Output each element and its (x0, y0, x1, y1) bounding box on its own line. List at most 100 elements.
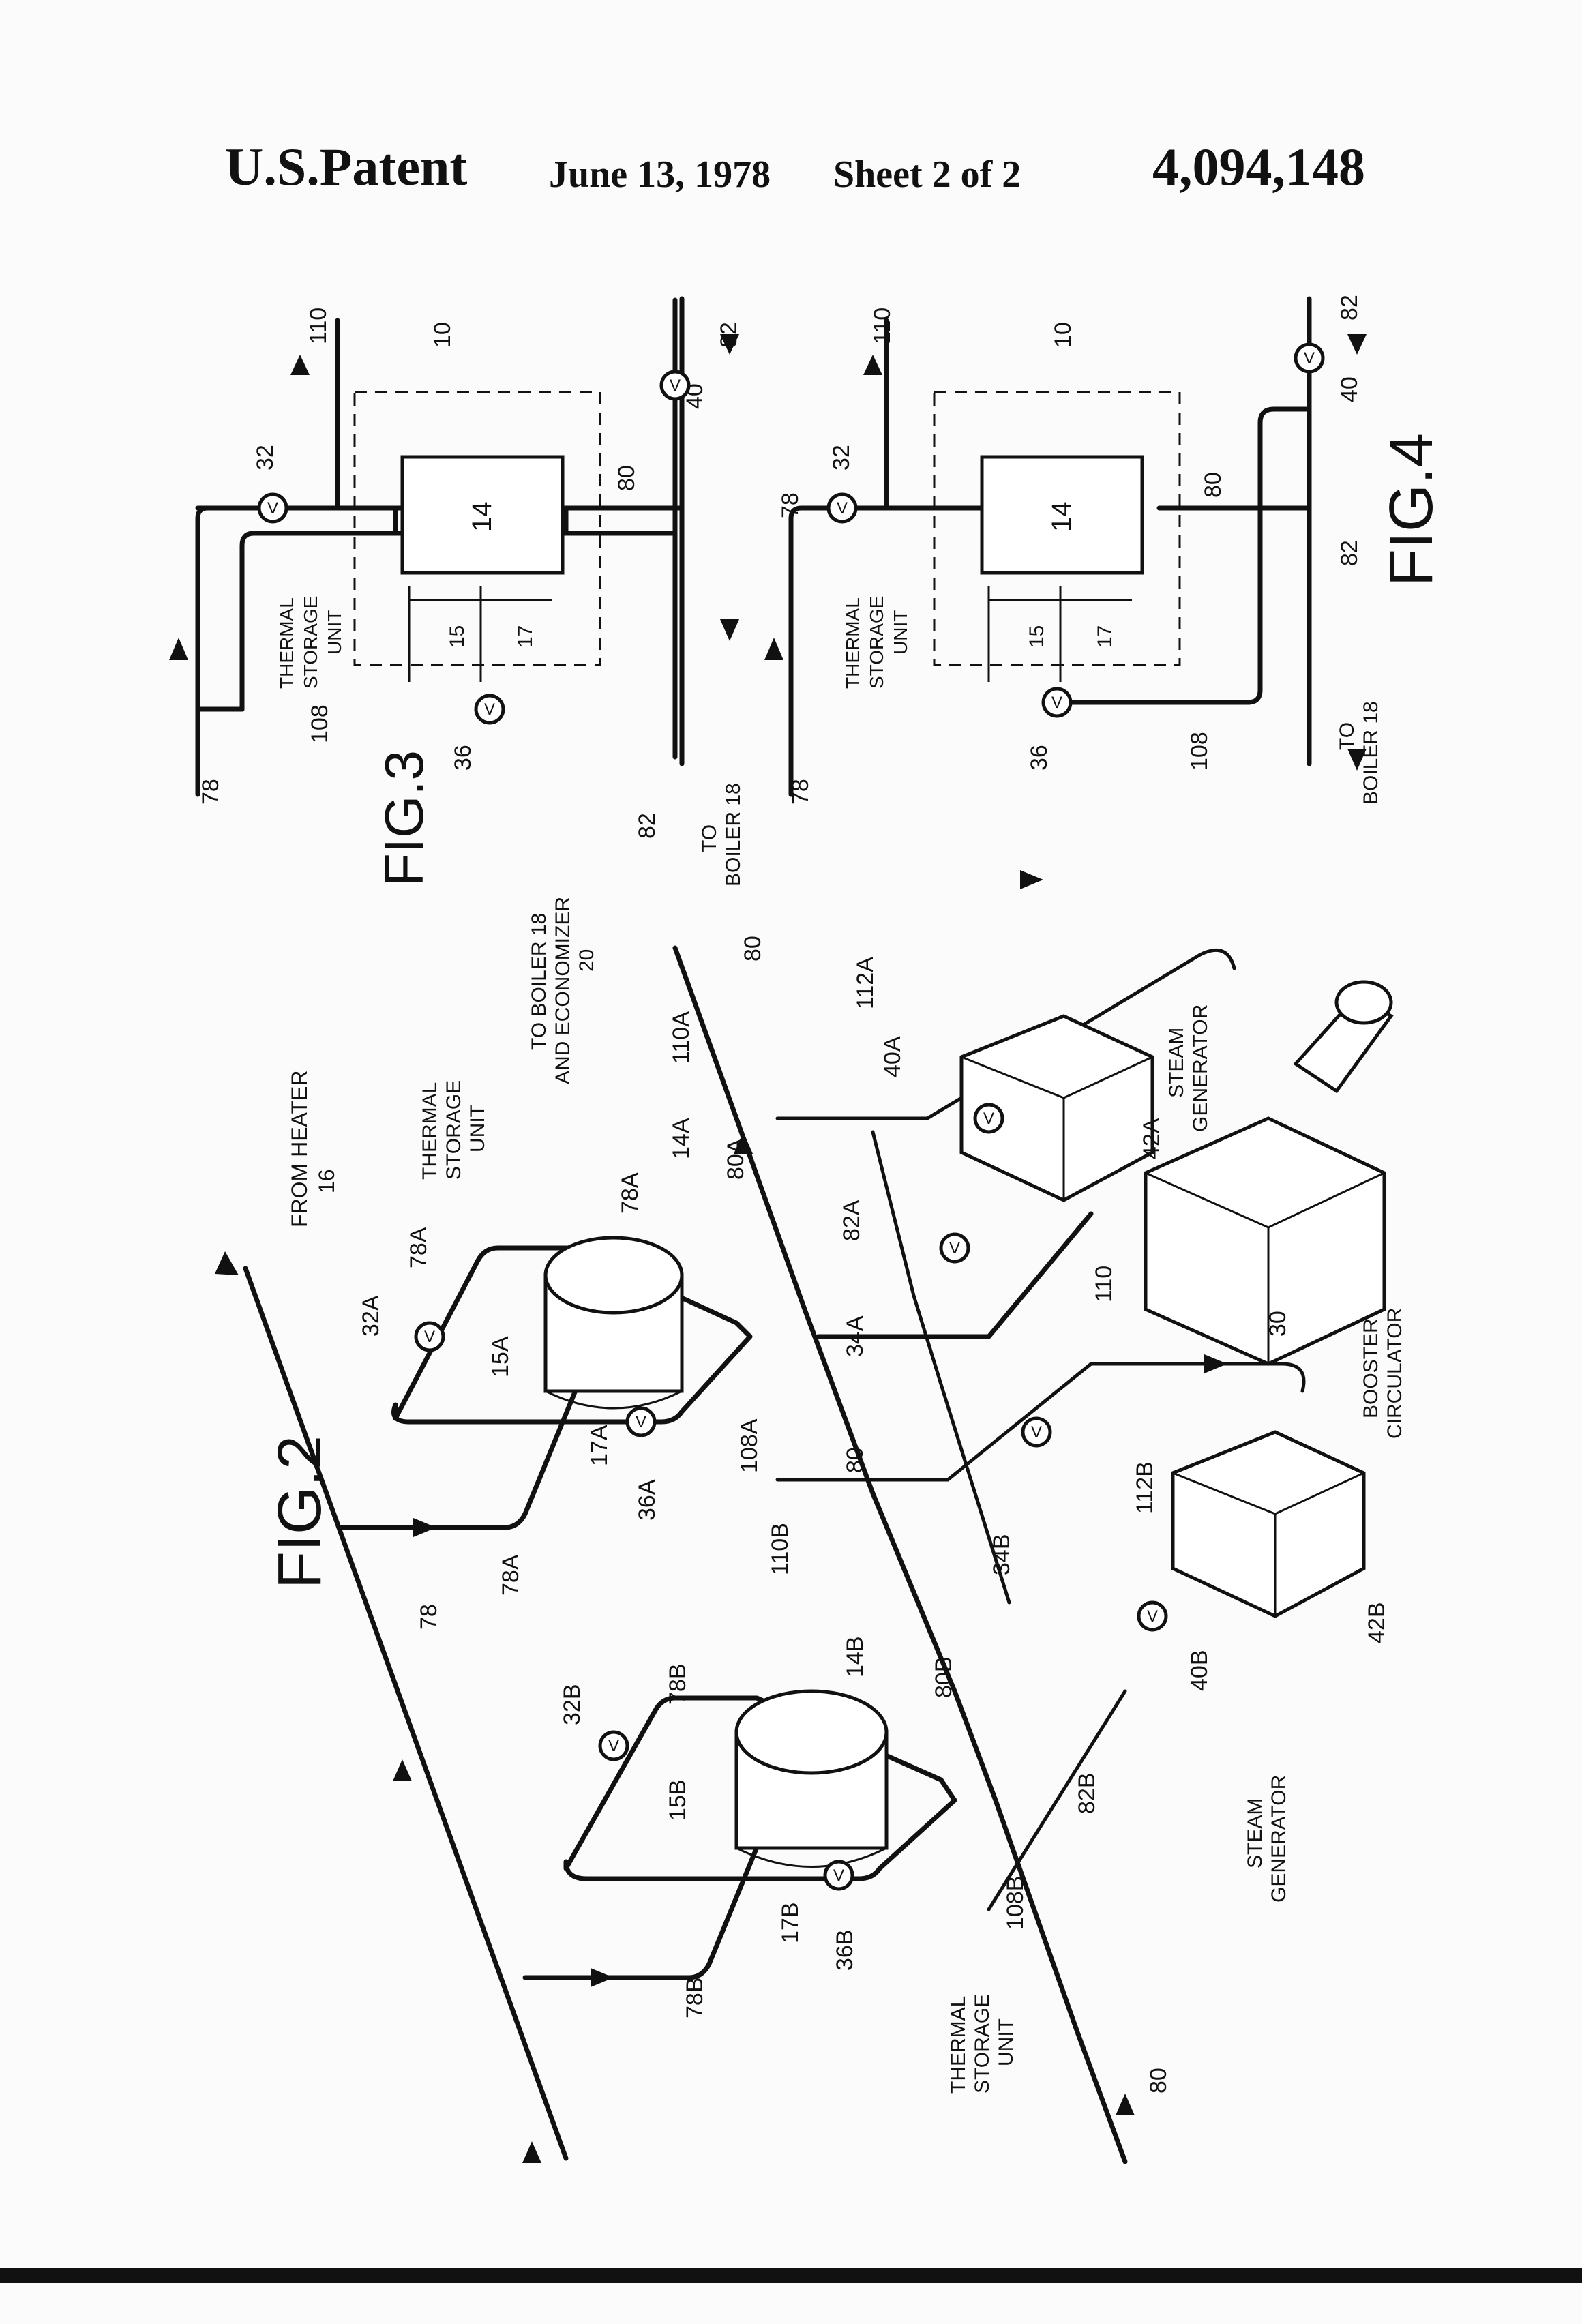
fig2-valve-34B: V (1023, 1418, 1050, 1446)
fig3-label: 10 (430, 322, 456, 348)
fig2-label: 78B (665, 1664, 691, 1705)
svg-text:V: V (1304, 349, 1315, 368)
fig2-label: 32B (559, 1684, 585, 1726)
fig3-label: THERMAL (276, 597, 297, 689)
fig2-label: BOOSTER (1360, 1318, 1382, 1418)
fig2-label: 80 (842, 1447, 868, 1473)
fig3-label: STORAGE (300, 596, 321, 689)
fig2-label: 80 (1146, 2068, 1171, 2094)
fig2-valve-32A: V (416, 1323, 443, 1350)
fig4-title: FIG.4 (1377, 433, 1446, 586)
fig4-label: 15 (1026, 625, 1048, 648)
fig2: V V V V V V V V FIG.2 FROM HEATER 16 78 … (215, 870, 1406, 2163)
svg-text:V: V (608, 1737, 619, 1755)
fig3-label: BOILER 18 (722, 783, 745, 887)
fig3-label: 80 (614, 465, 640, 491)
fig4-label: 17 (1094, 625, 1116, 648)
svg-text:V: V (484, 700, 495, 719)
fig2-valve-40B: V (1139, 1603, 1166, 1630)
fig2-arrow (393, 1759, 412, 1781)
fig2-label: STEAM (1165, 1028, 1188, 1098)
fig2-valve-34A: V (941, 1234, 968, 1262)
fig2-label: 110B (767, 1523, 793, 1575)
fig2-label: 80 (740, 936, 766, 962)
fig3-label: 82 (634, 813, 660, 839)
svg-text:V: V (424, 1328, 435, 1346)
fig4-valve-40: V (1296, 344, 1323, 372)
fig2-label: 82A (839, 1200, 865, 1241)
footer-rule (0, 2268, 1582, 2283)
fig3-label: 78 (198, 779, 224, 805)
fig2-label: 17B (777, 1903, 803, 1944)
fig4-label: 40 (1337, 376, 1362, 402)
fig3: V V V FIG.3 78 108 36 32 110 10 1 (169, 299, 745, 887)
fig3-label: 17 (514, 625, 537, 648)
fig4-label: 80 (1200, 472, 1226, 498)
fig2-label: 108A (736, 1418, 762, 1473)
fig2-valve-32B: V (600, 1732, 627, 1759)
fig2-label: 20 (576, 949, 598, 972)
fig2-label: GENERATOR (1268, 1775, 1290, 1903)
fig2-label: 16 (314, 1169, 339, 1193)
svg-text:V: V (837, 499, 848, 518)
fig4-label: 110 (869, 308, 895, 344)
fig4-label: 78 (777, 492, 803, 518)
fig3-arrow (720, 619, 739, 641)
fig4-label: STORAGE (866, 596, 887, 689)
fig2-label: 42B (1364, 1603, 1390, 1644)
fig2-label: 36B (832, 1930, 858, 1971)
fig4-label: 108 (1186, 732, 1212, 771)
fig2-label: 15A (488, 1336, 513, 1377)
fig2-label: STORAGE (971, 1994, 994, 2094)
fig4-valve-32: V (829, 494, 856, 522)
fig4-arrow (764, 638, 783, 660)
fig2-label: UNIT (466, 1105, 489, 1152)
fig2-label: UNIT (995, 2018, 1017, 2066)
fig2-label: THERMAL (419, 1082, 441, 1180)
fig3-label: 14 (467, 502, 497, 533)
fig3-label: 108 (307, 704, 333, 743)
svg-text:V: V (636, 1413, 646, 1431)
svg-text:V: V (949, 1239, 960, 1257)
fig2-tank-14B (736, 1691, 886, 1867)
fig3-label: UNIT (324, 610, 345, 655)
fig4-label: 10 (1050, 322, 1076, 348)
fig4-label: 14 (1047, 502, 1077, 533)
fig3-label: 36 (450, 745, 476, 771)
svg-text:V: V (983, 1109, 994, 1128)
fig2-label: 15B (665, 1780, 691, 1821)
fig4-arrow (1347, 334, 1367, 355)
fig2-label: 110A (668, 1011, 694, 1064)
fig4-arrow (863, 355, 882, 375)
fig2-label: CIRCULATOR (1384, 1308, 1406, 1439)
fig2-label: AND ECONOMIZER (552, 897, 574, 1084)
fig2-arrow (1020, 870, 1043, 889)
fig2-label: 32A (358, 1295, 384, 1337)
fig2-label: 82B (1074, 1773, 1100, 1815)
fig2-pipe-78B (525, 1814, 771, 1978)
fig3-label: 32 (252, 445, 278, 471)
fig2-arrow (215, 1251, 239, 1275)
fig2-label: 34A (842, 1315, 868, 1357)
fig2-label: TO BOILER 18 (528, 913, 550, 1050)
fig2-label: 40A (880, 1036, 906, 1077)
fig3-label: TO (698, 824, 721, 852)
fig2-arrow (1204, 1354, 1227, 1373)
fig2-label: 78A (617, 1172, 643, 1214)
fig2-label: 112A (852, 957, 878, 1009)
fig4-label: 82 (1337, 540, 1362, 566)
fig4-pipe-80 (1118, 508, 1309, 532)
fig2-label: GENERATOR (1189, 1004, 1212, 1132)
fig2-tank-14A (546, 1238, 682, 1408)
fig2-label: 80B (931, 1657, 957, 1699)
fig2-label: 34B (989, 1534, 1015, 1576)
fig2-valve-36B: V (825, 1862, 852, 1889)
fig4-label: 32 (829, 445, 854, 471)
fig2-label: 14B (842, 1637, 868, 1678)
fig2-valve-40A: V (975, 1105, 1002, 1132)
fig2-label: 110 (1091, 1266, 1117, 1302)
fig2-label: 112B (1132, 1461, 1158, 1514)
fig3-label: 15 (446, 625, 468, 648)
fig2-label: 80A (723, 1138, 749, 1180)
fig2-label: 14A (668, 1118, 694, 1159)
